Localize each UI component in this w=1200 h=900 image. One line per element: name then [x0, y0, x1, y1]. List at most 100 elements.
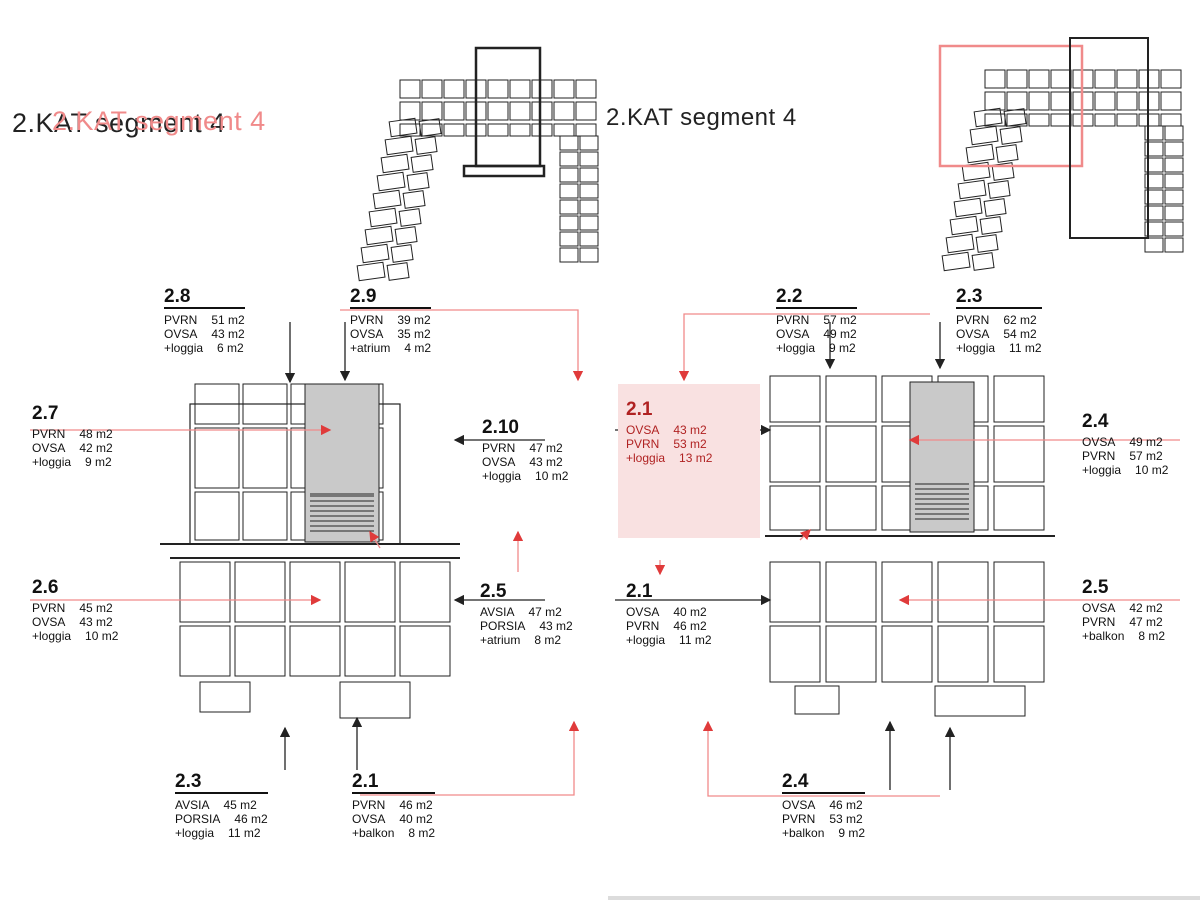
room — [881, 625, 933, 683]
keyplan-right-room — [1116, 69, 1138, 89]
unit-id: 2.5 — [480, 581, 507, 602]
keyplan-left-room — [579, 199, 599, 215]
keyplan-right-room — [1028, 113, 1050, 127]
keyplan-right-room — [1144, 189, 1164, 205]
scroll-bar — [608, 896, 1200, 900]
keyplan-left-room — [360, 243, 390, 264]
keyplan-right-room — [1050, 113, 1072, 127]
unit-id: 2.3 — [175, 772, 268, 794]
keyplan-right-room — [1164, 237, 1184, 253]
balcony — [194, 383, 240, 425]
unit-id: 2.5 — [1082, 577, 1109, 598]
keyplan-left-room — [380, 153, 410, 174]
room — [399, 625, 451, 677]
keyplan-left-room — [398, 208, 422, 227]
unit-id: 2.2 — [776, 287, 857, 309]
keyplan-right-room — [971, 252, 995, 271]
keyplan-left-room — [406, 172, 430, 191]
keyplan-left-room — [553, 79, 575, 99]
keyplan-left-room — [414, 136, 438, 155]
room — [937, 561, 989, 623]
balcony — [934, 685, 1026, 717]
unit-id: 2.1 — [626, 581, 653, 602]
room — [769, 561, 821, 623]
keyplan-right-room — [1164, 173, 1184, 189]
keyplan-left-room — [421, 123, 443, 137]
keyplan-right-room — [1094, 91, 1116, 111]
keyplan-right-room — [1144, 173, 1164, 189]
unit-id: 2.3 — [956, 287, 1042, 309]
keyplan-right-room — [1006, 69, 1028, 89]
keyplan-left-room — [368, 207, 398, 228]
keyplan-left-room — [559, 247, 579, 263]
keyplan-left-room — [579, 215, 599, 231]
keyplan-left-room — [559, 183, 579, 199]
keyplan-left-room — [386, 262, 410, 281]
keyplan-left-room — [579, 167, 599, 183]
keyplan-left-room — [421, 79, 443, 99]
room — [399, 561, 451, 623]
balcony — [339, 681, 411, 719]
keyplan-right-room — [987, 180, 1011, 199]
keyplan-left-room — [443, 123, 465, 137]
keyplan-left-room — [364, 225, 394, 246]
keyplan-right-room — [1144, 125, 1164, 141]
keyplan-left-room — [487, 101, 509, 121]
keyplan-right-room — [979, 216, 1003, 235]
keyplan-right-room — [999, 126, 1023, 145]
keyplan-right-room — [1164, 141, 1184, 157]
keyplan-right-room — [1028, 91, 1050, 111]
segment-marker — [1069, 37, 1149, 239]
room — [825, 625, 877, 683]
room — [179, 561, 231, 623]
room — [881, 561, 933, 623]
leader-arrow-highlight — [369, 530, 381, 549]
room — [179, 625, 231, 677]
keyplan-left-room — [487, 123, 509, 137]
room — [769, 485, 821, 531]
keyplan-right-room — [965, 143, 995, 164]
leader-arrow-highlight — [702, 720, 940, 797]
keyplan-right-room — [1164, 125, 1184, 141]
keyplan-left-room — [553, 101, 575, 121]
keyplan-right-room — [995, 144, 1019, 163]
keyplan-right-room — [1116, 113, 1138, 127]
unit-id: 2.4 — [782, 772, 866, 794]
keyplan-left-room — [531, 123, 553, 137]
keyplan-right-room — [991, 162, 1015, 181]
keyplan-left-room — [418, 118, 442, 137]
keyplan-left-room — [579, 247, 599, 263]
keyplan-left-room — [575, 123, 597, 137]
keyplan-left-room — [559, 167, 579, 183]
room — [825, 485, 877, 531]
room — [769, 625, 821, 683]
keyplan-left-room — [575, 79, 597, 99]
keyplan-left-room — [559, 135, 579, 151]
keyplan-right-room — [1144, 221, 1164, 237]
stair-unit — [304, 383, 380, 543]
keyplan-right-room — [1144, 237, 1164, 253]
keyplan-left-room — [559, 231, 579, 247]
balcony — [993, 375, 1045, 423]
keyplan-left-room — [575, 101, 597, 121]
room — [344, 625, 396, 677]
balcony — [769, 375, 821, 423]
keyplan-left-room — [384, 135, 414, 156]
